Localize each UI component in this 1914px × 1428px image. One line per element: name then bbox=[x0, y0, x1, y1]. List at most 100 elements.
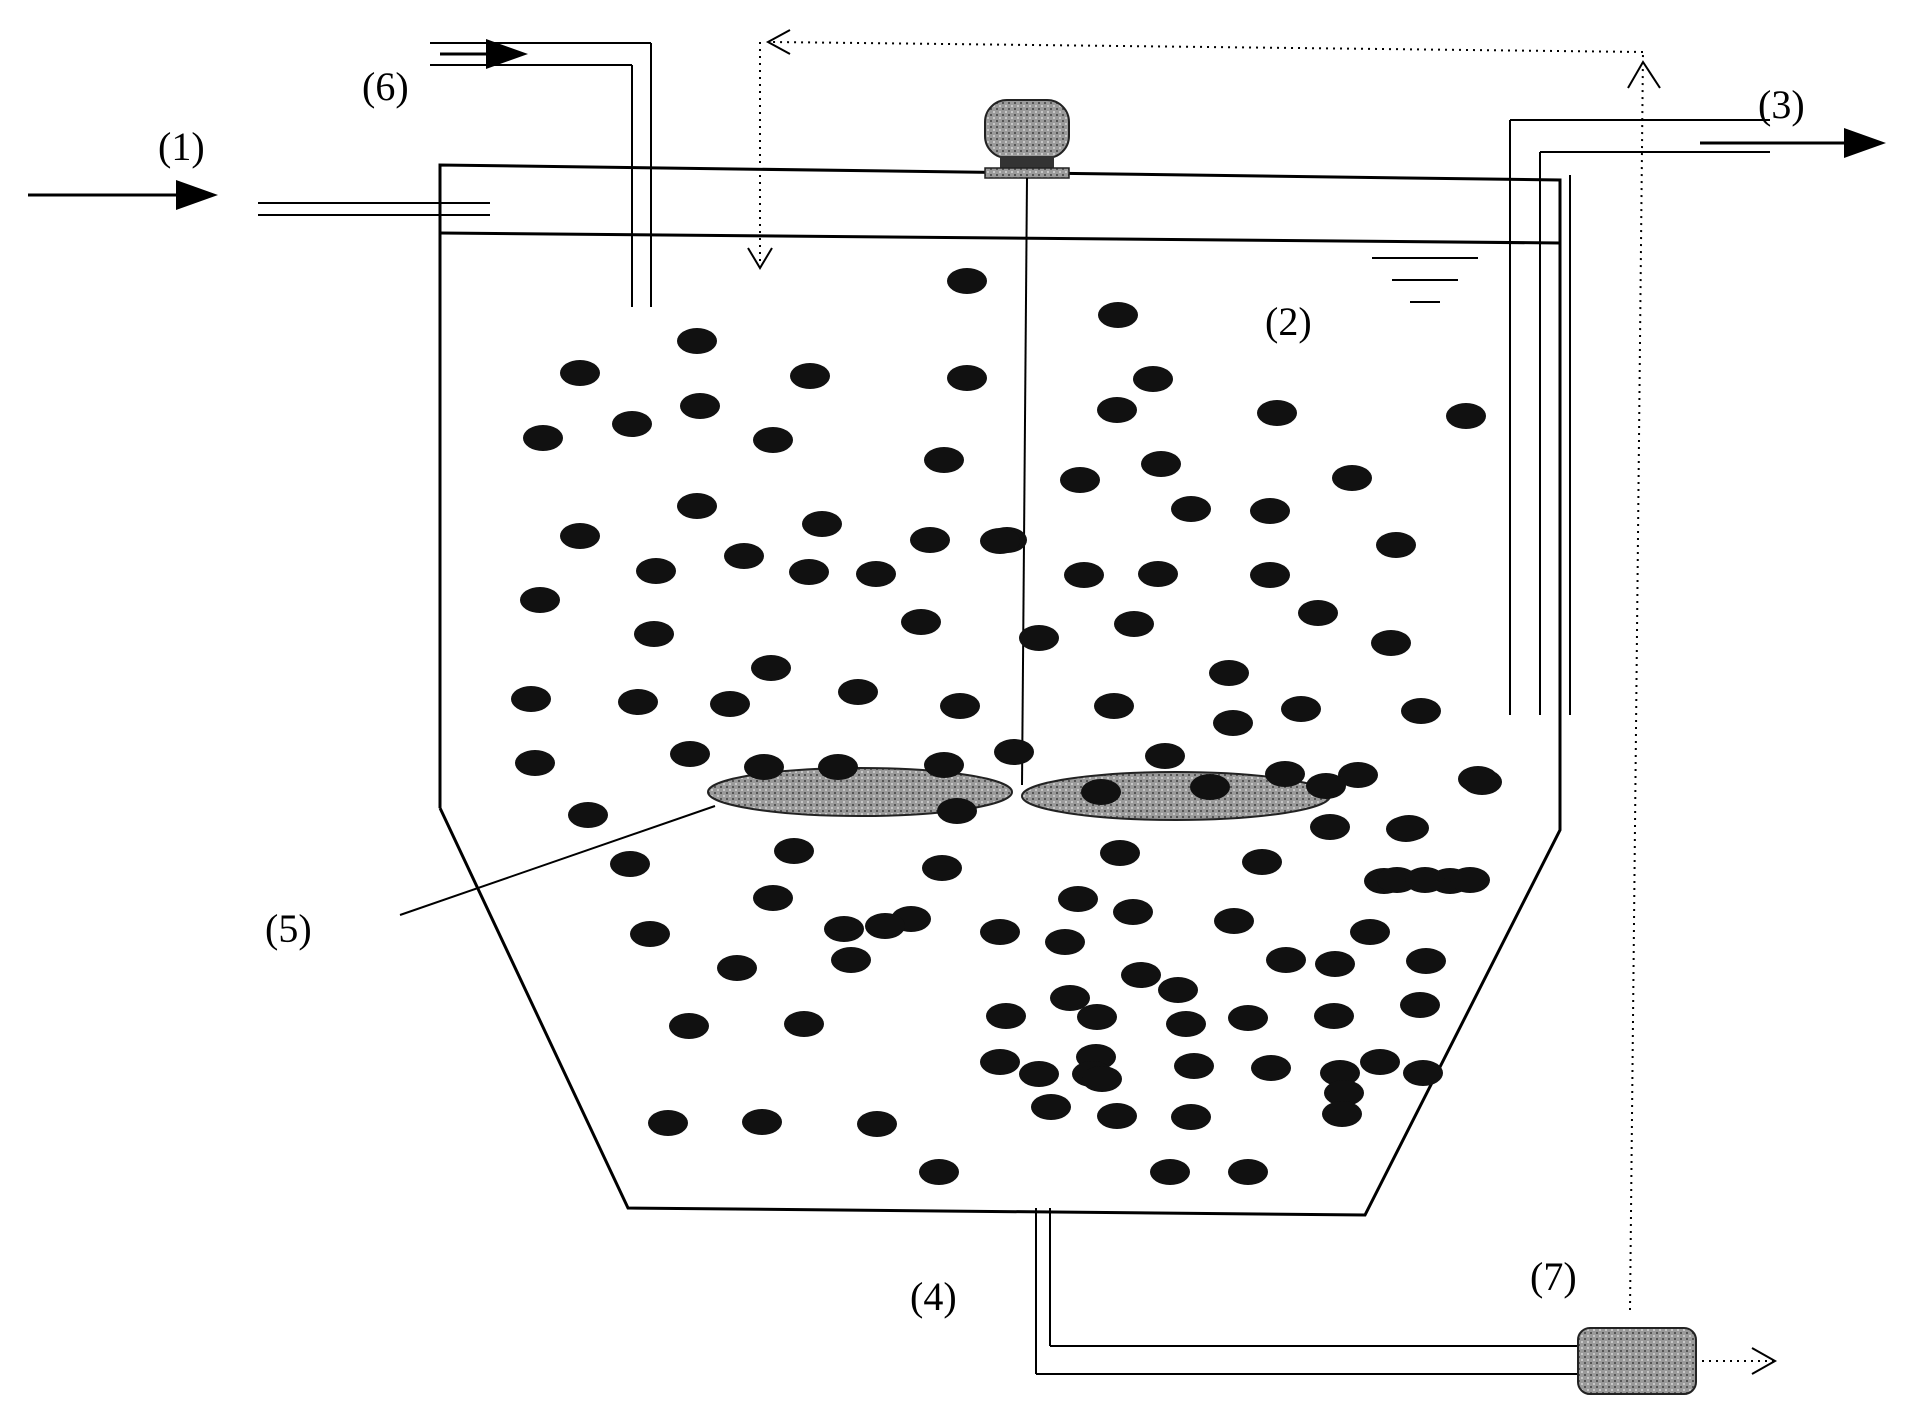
sludge-granule bbox=[1145, 743, 1185, 769]
sludge-granule bbox=[1171, 496, 1211, 522]
sludge-granule bbox=[922, 855, 962, 881]
sludge-granule bbox=[1322, 1101, 1362, 1127]
sludge-granule bbox=[1213, 710, 1253, 736]
sludge-granule bbox=[1064, 562, 1104, 588]
sludge-granule bbox=[1250, 498, 1290, 524]
pump-icon bbox=[1577, 1327, 1697, 1395]
sludge-granule bbox=[1158, 977, 1198, 1003]
sludge-granule bbox=[1098, 302, 1138, 328]
sludge-granule bbox=[1446, 403, 1486, 429]
sludge-granule bbox=[1298, 600, 1338, 626]
sludge-granule bbox=[753, 427, 793, 453]
sludge-granule bbox=[838, 679, 878, 705]
sludge-granule bbox=[865, 913, 905, 939]
sludge-granule bbox=[824, 916, 864, 942]
sludge-granule bbox=[790, 363, 830, 389]
sludge-granule bbox=[744, 754, 784, 780]
sludge-granule bbox=[753, 885, 793, 911]
impeller-blade-left bbox=[707, 767, 1013, 817]
sludge-granule bbox=[1405, 867, 1445, 893]
sludge-granule bbox=[924, 447, 964, 473]
sludge-granule bbox=[612, 411, 652, 437]
sludge-granule bbox=[1403, 1060, 1443, 1086]
sludge-granule bbox=[1406, 948, 1446, 974]
sludge-granule bbox=[1045, 929, 1085, 955]
sludge-granule bbox=[677, 493, 717, 519]
sludge-granule bbox=[710, 691, 750, 717]
sludge-granule bbox=[910, 527, 950, 553]
sludge-granule bbox=[1100, 840, 1140, 866]
sludge-granule bbox=[1141, 451, 1181, 477]
label-inlet: (1) bbox=[158, 124, 205, 169]
sludge-granule bbox=[1386, 816, 1426, 842]
sludge-granule bbox=[1133, 366, 1173, 392]
sludge-granule bbox=[1209, 660, 1249, 686]
sludge-granule bbox=[1250, 562, 1290, 588]
sludge-granule bbox=[1332, 465, 1372, 491]
motor-icon bbox=[984, 99, 1070, 159]
sludge-granule bbox=[630, 921, 670, 947]
sludge-granule bbox=[1081, 779, 1121, 805]
sludge-granule bbox=[1077, 1004, 1117, 1030]
sludge-granule bbox=[1371, 630, 1411, 656]
sludge-granule bbox=[1019, 1061, 1059, 1087]
sludge-granule bbox=[724, 543, 764, 569]
sludge-granule bbox=[1138, 561, 1178, 587]
motor-mount bbox=[1000, 156, 1054, 170]
liquid-surface-marker bbox=[1372, 257, 1478, 303]
sludge-granule bbox=[1228, 1159, 1268, 1185]
sludge-granule bbox=[980, 528, 1020, 554]
sludge-granule bbox=[1058, 886, 1098, 912]
sludge-granule bbox=[1082, 1066, 1122, 1092]
sludge-granule bbox=[1121, 962, 1161, 988]
sludge-granule bbox=[1097, 1103, 1137, 1129]
sludge-granule bbox=[1376, 532, 1416, 558]
sludge-granule bbox=[831, 947, 871, 973]
sludge-granules bbox=[511, 268, 1502, 1185]
agitator bbox=[399, 99, 1331, 916]
recycle-down-arrowhead bbox=[747, 247, 773, 270]
sludge-granule bbox=[1050, 985, 1090, 1011]
sludge-granule bbox=[1094, 693, 1134, 719]
feed-pipe bbox=[430, 39, 652, 307]
recycle-loop bbox=[747, 29, 1661, 1311]
sludge-granule bbox=[648, 1110, 688, 1136]
sludge-granule bbox=[986, 1003, 1026, 1029]
sludge-granule bbox=[774, 838, 814, 864]
label-feed-pipe: (6) bbox=[362, 64, 409, 109]
sludge-granule bbox=[1310, 814, 1350, 840]
label-bottom-drain: (4) bbox=[910, 1274, 957, 1319]
label-liquid-surface: (2) bbox=[1265, 299, 1312, 344]
sludge-granule bbox=[1031, 1094, 1071, 1120]
sludge-granule bbox=[1338, 762, 1378, 788]
sludge-granule bbox=[1400, 992, 1440, 1018]
sludge-granule bbox=[670, 741, 710, 767]
sludge-granule bbox=[980, 1049, 1020, 1075]
sludge-granule bbox=[924, 752, 964, 778]
sludge-granule bbox=[1360, 1049, 1400, 1075]
sludge-granule bbox=[856, 561, 896, 587]
motor-flange bbox=[984, 167, 1070, 179]
sludge-granule bbox=[1190, 774, 1230, 800]
sludge-granule bbox=[568, 802, 608, 828]
sludge-granule bbox=[1306, 773, 1346, 799]
sludge-granule bbox=[610, 851, 650, 877]
sludge-granule bbox=[1166, 1011, 1206, 1037]
sludge-granule bbox=[857, 1111, 897, 1137]
sludge-granule bbox=[1060, 467, 1100, 493]
sludge-granule bbox=[1097, 397, 1137, 423]
sludge-granule bbox=[1314, 1003, 1354, 1029]
sludge-granule bbox=[994, 739, 1034, 765]
sludge-granule bbox=[523, 425, 563, 451]
bottom-drain bbox=[1035, 1208, 1778, 1395]
vessel-outline bbox=[438, 163, 1562, 1217]
sludge-granule bbox=[919, 1159, 959, 1185]
recycle-up-arrowhead bbox=[1627, 60, 1661, 89]
sludge-granule bbox=[947, 365, 987, 391]
sludge-granule bbox=[1171, 1104, 1211, 1130]
inlet bbox=[28, 180, 490, 216]
sludge-granule bbox=[1228, 1005, 1268, 1031]
reactor-vessel bbox=[438, 163, 1562, 1217]
label-impeller: (5) bbox=[265, 906, 312, 951]
